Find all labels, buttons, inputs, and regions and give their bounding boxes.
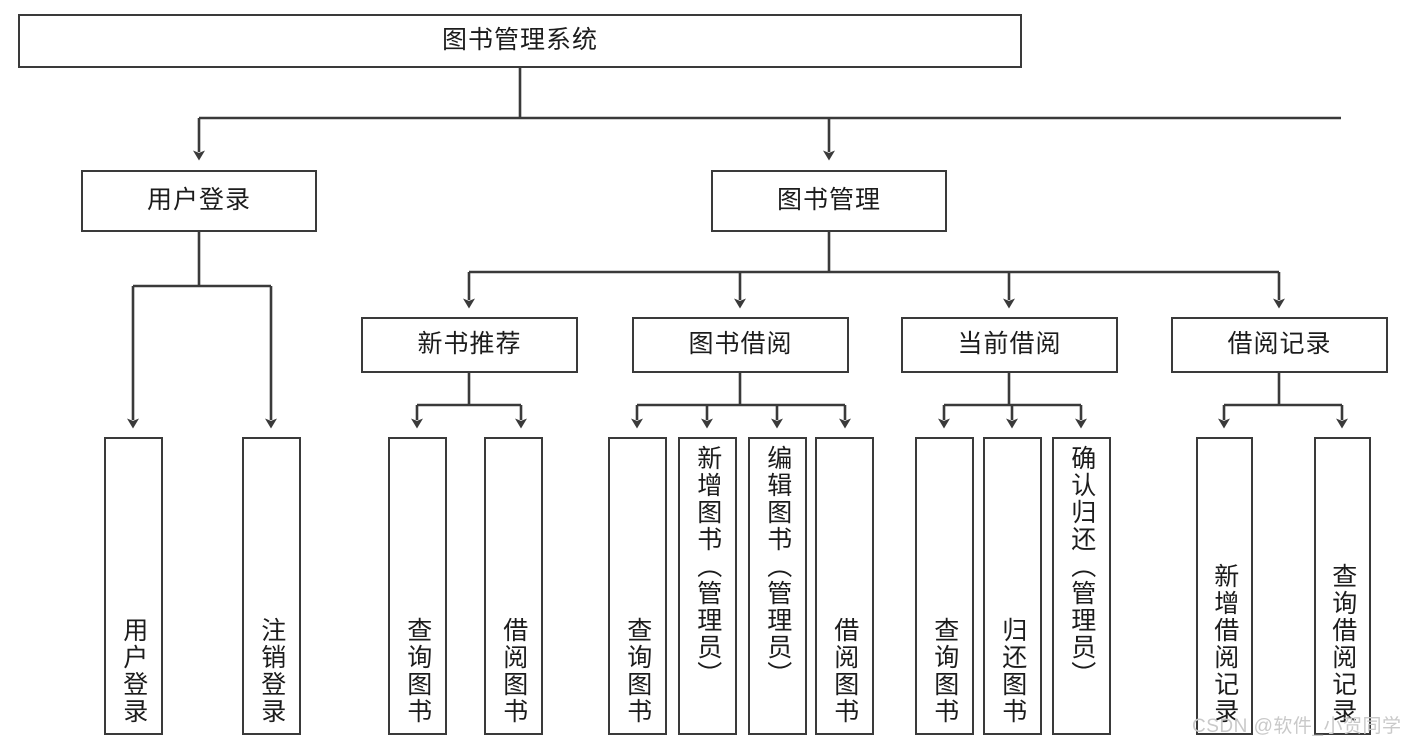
leaf-add-book-admin[interactable]: 新增图书（管理员） (678, 437, 737, 735)
node-label: 确认归还（管理员） (1067, 445, 1096, 688)
node-label: 查询借阅记录 (1328, 563, 1357, 725)
leaf-user-login[interactable]: 用户登录 (104, 437, 163, 735)
node-label: 新增借阅记录 (1210, 563, 1239, 725)
node-label: 借阅图书 (830, 617, 859, 725)
leaf-edit-book-admin[interactable]: 编辑图书（管理员） (748, 437, 807, 735)
leaf-borrow-book-recommendation[interactable]: 借阅图书 (484, 437, 543, 735)
node-label: 图书管理 (776, 186, 881, 215)
node-label: 新增图书（管理员） (693, 445, 722, 688)
node-label: 借阅图书 (499, 617, 528, 725)
leaf-return-book[interactable]: 归还图书 (983, 437, 1042, 735)
node-label: 图书管理系统 (441, 26, 598, 55)
node-label: 新书推荐 (417, 330, 522, 359)
leaf-borrow-book-borrowing[interactable]: 借阅图书 (815, 437, 874, 735)
leaf-add-borrowing-record[interactable]: 新增借阅记录 (1196, 437, 1253, 735)
node-label: 当前借阅 (957, 330, 1062, 359)
node-root-system[interactable]: 图书管理系统 (18, 14, 1022, 68)
watermark: CSDN @软件_小贺同学 (1192, 716, 1402, 737)
leaf-query-book-borrowing[interactable]: 查询图书 (608, 437, 667, 735)
node-label: 编辑图书（管理员） (763, 445, 792, 688)
node-label: 用户登录 (146, 186, 251, 215)
node-label: 查询图书 (930, 617, 959, 725)
leaf-query-book-current[interactable]: 查询图书 (915, 437, 974, 735)
node-current-borrowing[interactable]: 当前借阅 (901, 317, 1118, 373)
node-book-borrowing[interactable]: 图书借阅 (632, 317, 849, 373)
node-label: 查询图书 (623, 617, 652, 725)
leaf-query-book-recommendation[interactable]: 查询图书 (388, 437, 447, 735)
node-label: 查询图书 (403, 617, 432, 725)
node-label: 借阅记录 (1227, 330, 1332, 359)
node-label: 归还图书 (998, 617, 1027, 725)
node-label: 图书借阅 (688, 330, 793, 359)
leaf-query-borrowing-record[interactable]: 查询借阅记录 (1314, 437, 1371, 735)
node-book-management[interactable]: 图书管理 (711, 170, 947, 232)
node-borrowing-record[interactable]: 借阅记录 (1171, 317, 1388, 373)
leaf-logout[interactable]: 注销登录 (242, 437, 301, 735)
node-new-book-recommendation[interactable]: 新书推荐 (361, 317, 578, 373)
leaf-confirm-return-admin[interactable]: 确认归还（管理员） (1052, 437, 1111, 735)
node-label: 用户登录 (119, 617, 148, 725)
node-user-login[interactable]: 用户登录 (81, 170, 317, 232)
node-label: 注销登录 (257, 617, 286, 725)
